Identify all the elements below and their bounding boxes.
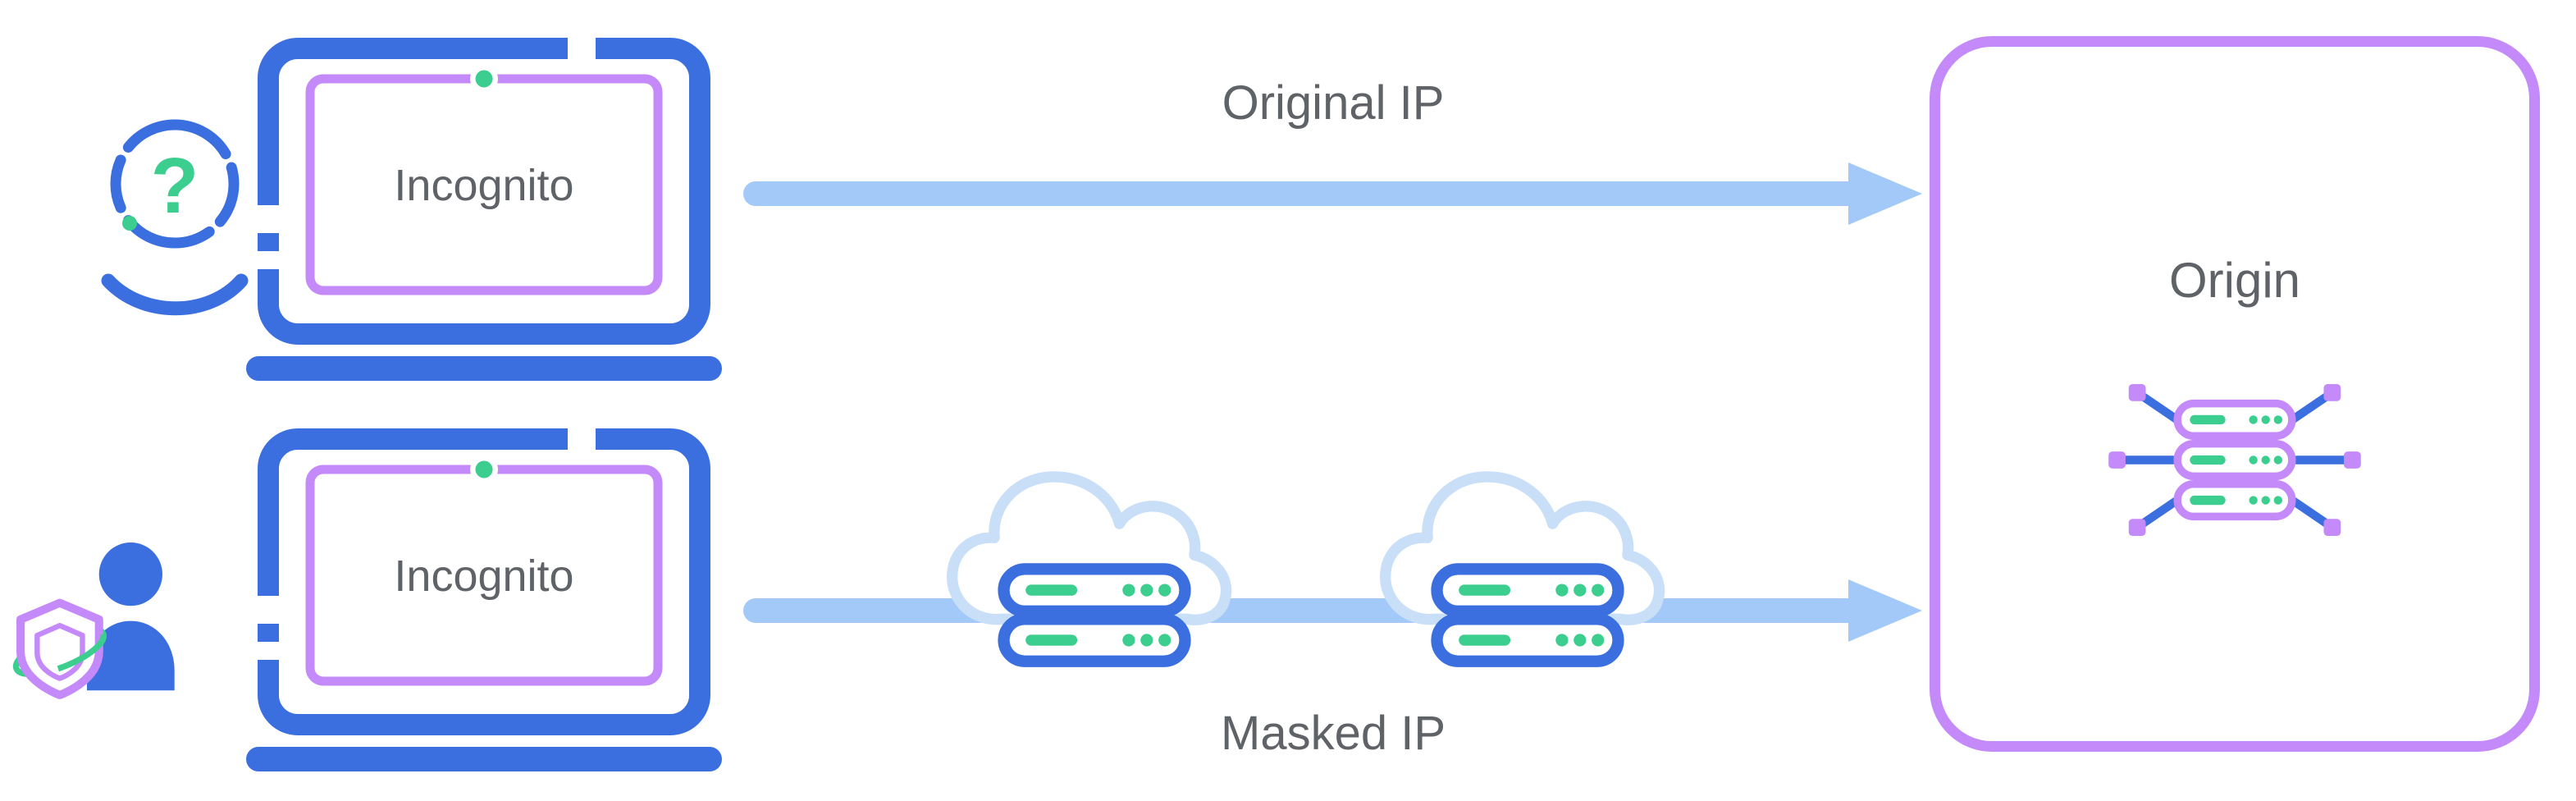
- server-row: [2173, 439, 2296, 481]
- arrow-right-icon: [743, 162, 1922, 225]
- origin-server-icon: [2095, 371, 2374, 549]
- original-ip-label: Original IP: [1222, 76, 1445, 130]
- laptop-icon: Incognito: [246, 34, 722, 381]
- incognito-label-bottom: Incognito: [394, 552, 573, 601]
- masked-ip-label: Masked IP: [1221, 707, 1446, 760]
- proxy-cloud-server-1: [930, 425, 1258, 675]
- accent-dot-icon: [122, 216, 137, 231]
- user-body: [87, 620, 175, 691]
- anonymous-user-icon: ?: [95, 115, 251, 322]
- cloud-server-icon: [1380, 471, 1665, 667]
- laptop-base: [246, 747, 722, 771]
- arrow-right-icon: [743, 579, 1922, 642]
- orbit-ring-front: [12, 625, 107, 678]
- incognito-laptop-top: Incognito: [246, 26, 722, 381]
- server-row: [1431, 563, 1624, 617]
- server-row: [1431, 613, 1624, 667]
- origin-label: Origin: [2168, 253, 2301, 308]
- webcam-dot-icon: [475, 460, 493, 478]
- server-row: [2173, 480, 2296, 521]
- masked-ip-arrow: [742, 578, 1924, 643]
- laptop-icon: Incognito: [246, 425, 722, 771]
- network-nodes: [2108, 384, 2361, 536]
- laptop-base: [246, 356, 722, 381]
- user-head: [98, 542, 162, 606]
- server-row: [998, 563, 1191, 617]
- incognito-laptop-bottom: Incognito: [246, 417, 722, 771]
- proxy-cloud-server-2: [1363, 425, 1692, 675]
- original-ip-arrow: [742, 161, 1924, 227]
- shoulders-arc-icon: [101, 273, 249, 316]
- shield-icon: [16, 598, 103, 699]
- server-row: [998, 613, 1191, 667]
- server-row: [2173, 399, 2296, 440]
- incognito-label-top: Incognito: [394, 161, 573, 210]
- dashed-head-circle-icon: [110, 119, 240, 249]
- webcam-dot-icon: [475, 70, 493, 88]
- protected-user-icon: [11, 533, 200, 703]
- question-mark-glyph: ?: [151, 142, 199, 230]
- cloud-server-icon: [947, 471, 1232, 667]
- origin-box: [1930, 36, 2540, 752]
